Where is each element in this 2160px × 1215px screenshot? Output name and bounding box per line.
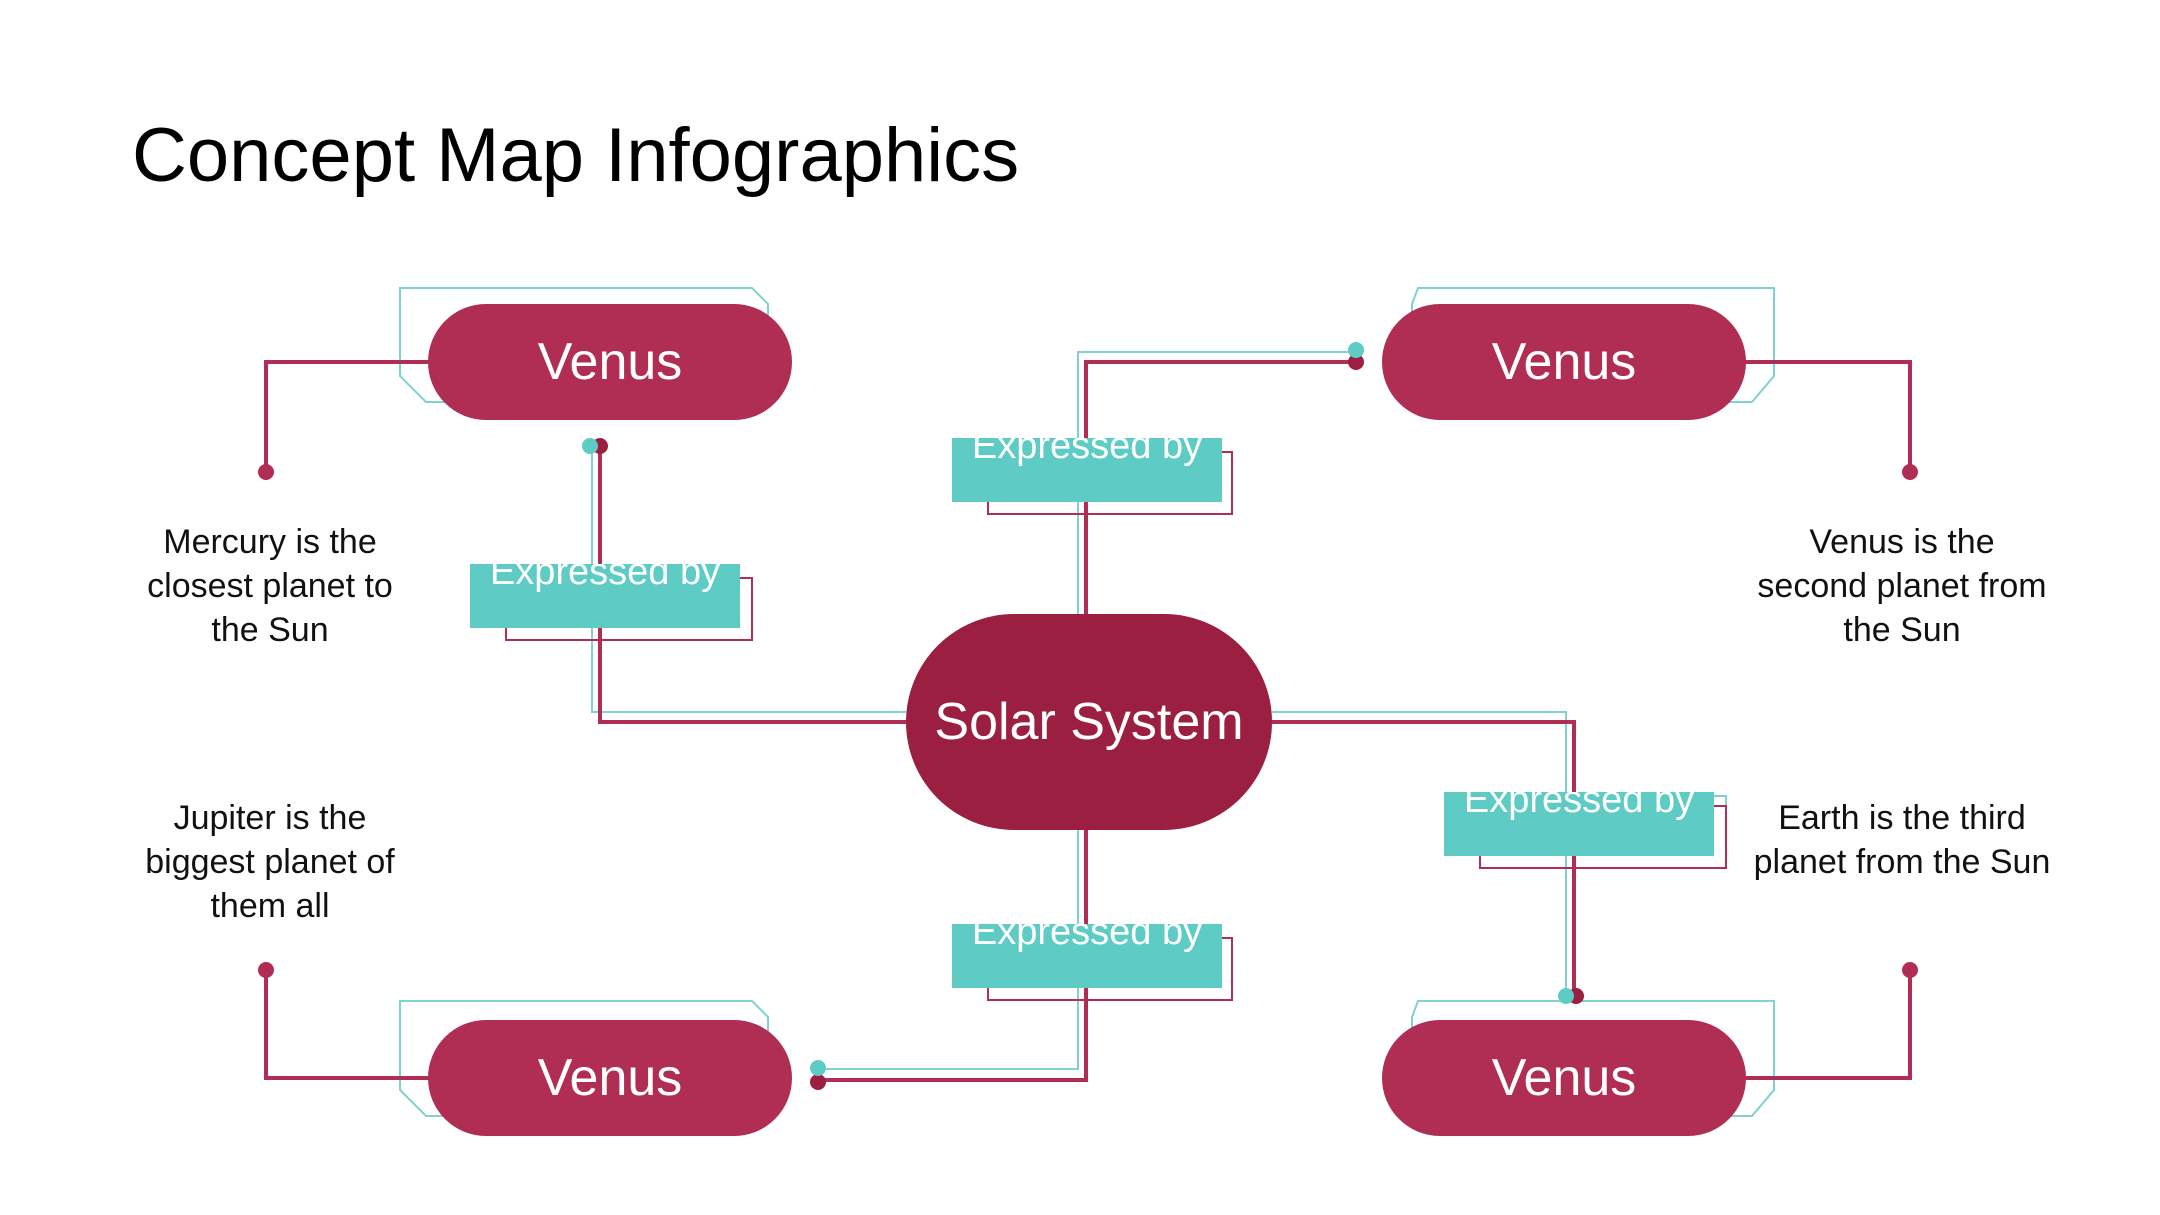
description-top-right: Venus is the second planet from the Sun (1757, 523, 2047, 649)
connector-label-text: Expressed by (971, 924, 1203, 953)
connector-label-left: Expressed by (470, 564, 740, 628)
node-bottom-right: Venus (1382, 1020, 1746, 1136)
connector-label-text: Expressed by (971, 438, 1203, 467)
center-node: Solar System (906, 614, 1272, 830)
description-top-left: Mercury is the closest planet to the Sun (147, 523, 393, 649)
connector-label-top: Expressed by (952, 438, 1222, 502)
description-bottom-right: Earth is the third planet from the Sun (1753, 799, 2051, 881)
description-bottom-left: Jupiter is the biggest planet of them al… (145, 799, 395, 925)
node-top-left: Venus (428, 304, 792, 420)
connector-label-right: Expressed by (1444, 792, 1714, 856)
page-title: Concept Map Infographics (132, 113, 1020, 198)
connector-label-text: Expressed by (1463, 792, 1695, 821)
connector-label-text: Expressed by (489, 564, 721, 593)
node-top-right: Venus (1382, 304, 1746, 420)
connector-label-bottom: Expressed by (952, 924, 1222, 988)
node-bottom-left: Venus (428, 1020, 792, 1136)
